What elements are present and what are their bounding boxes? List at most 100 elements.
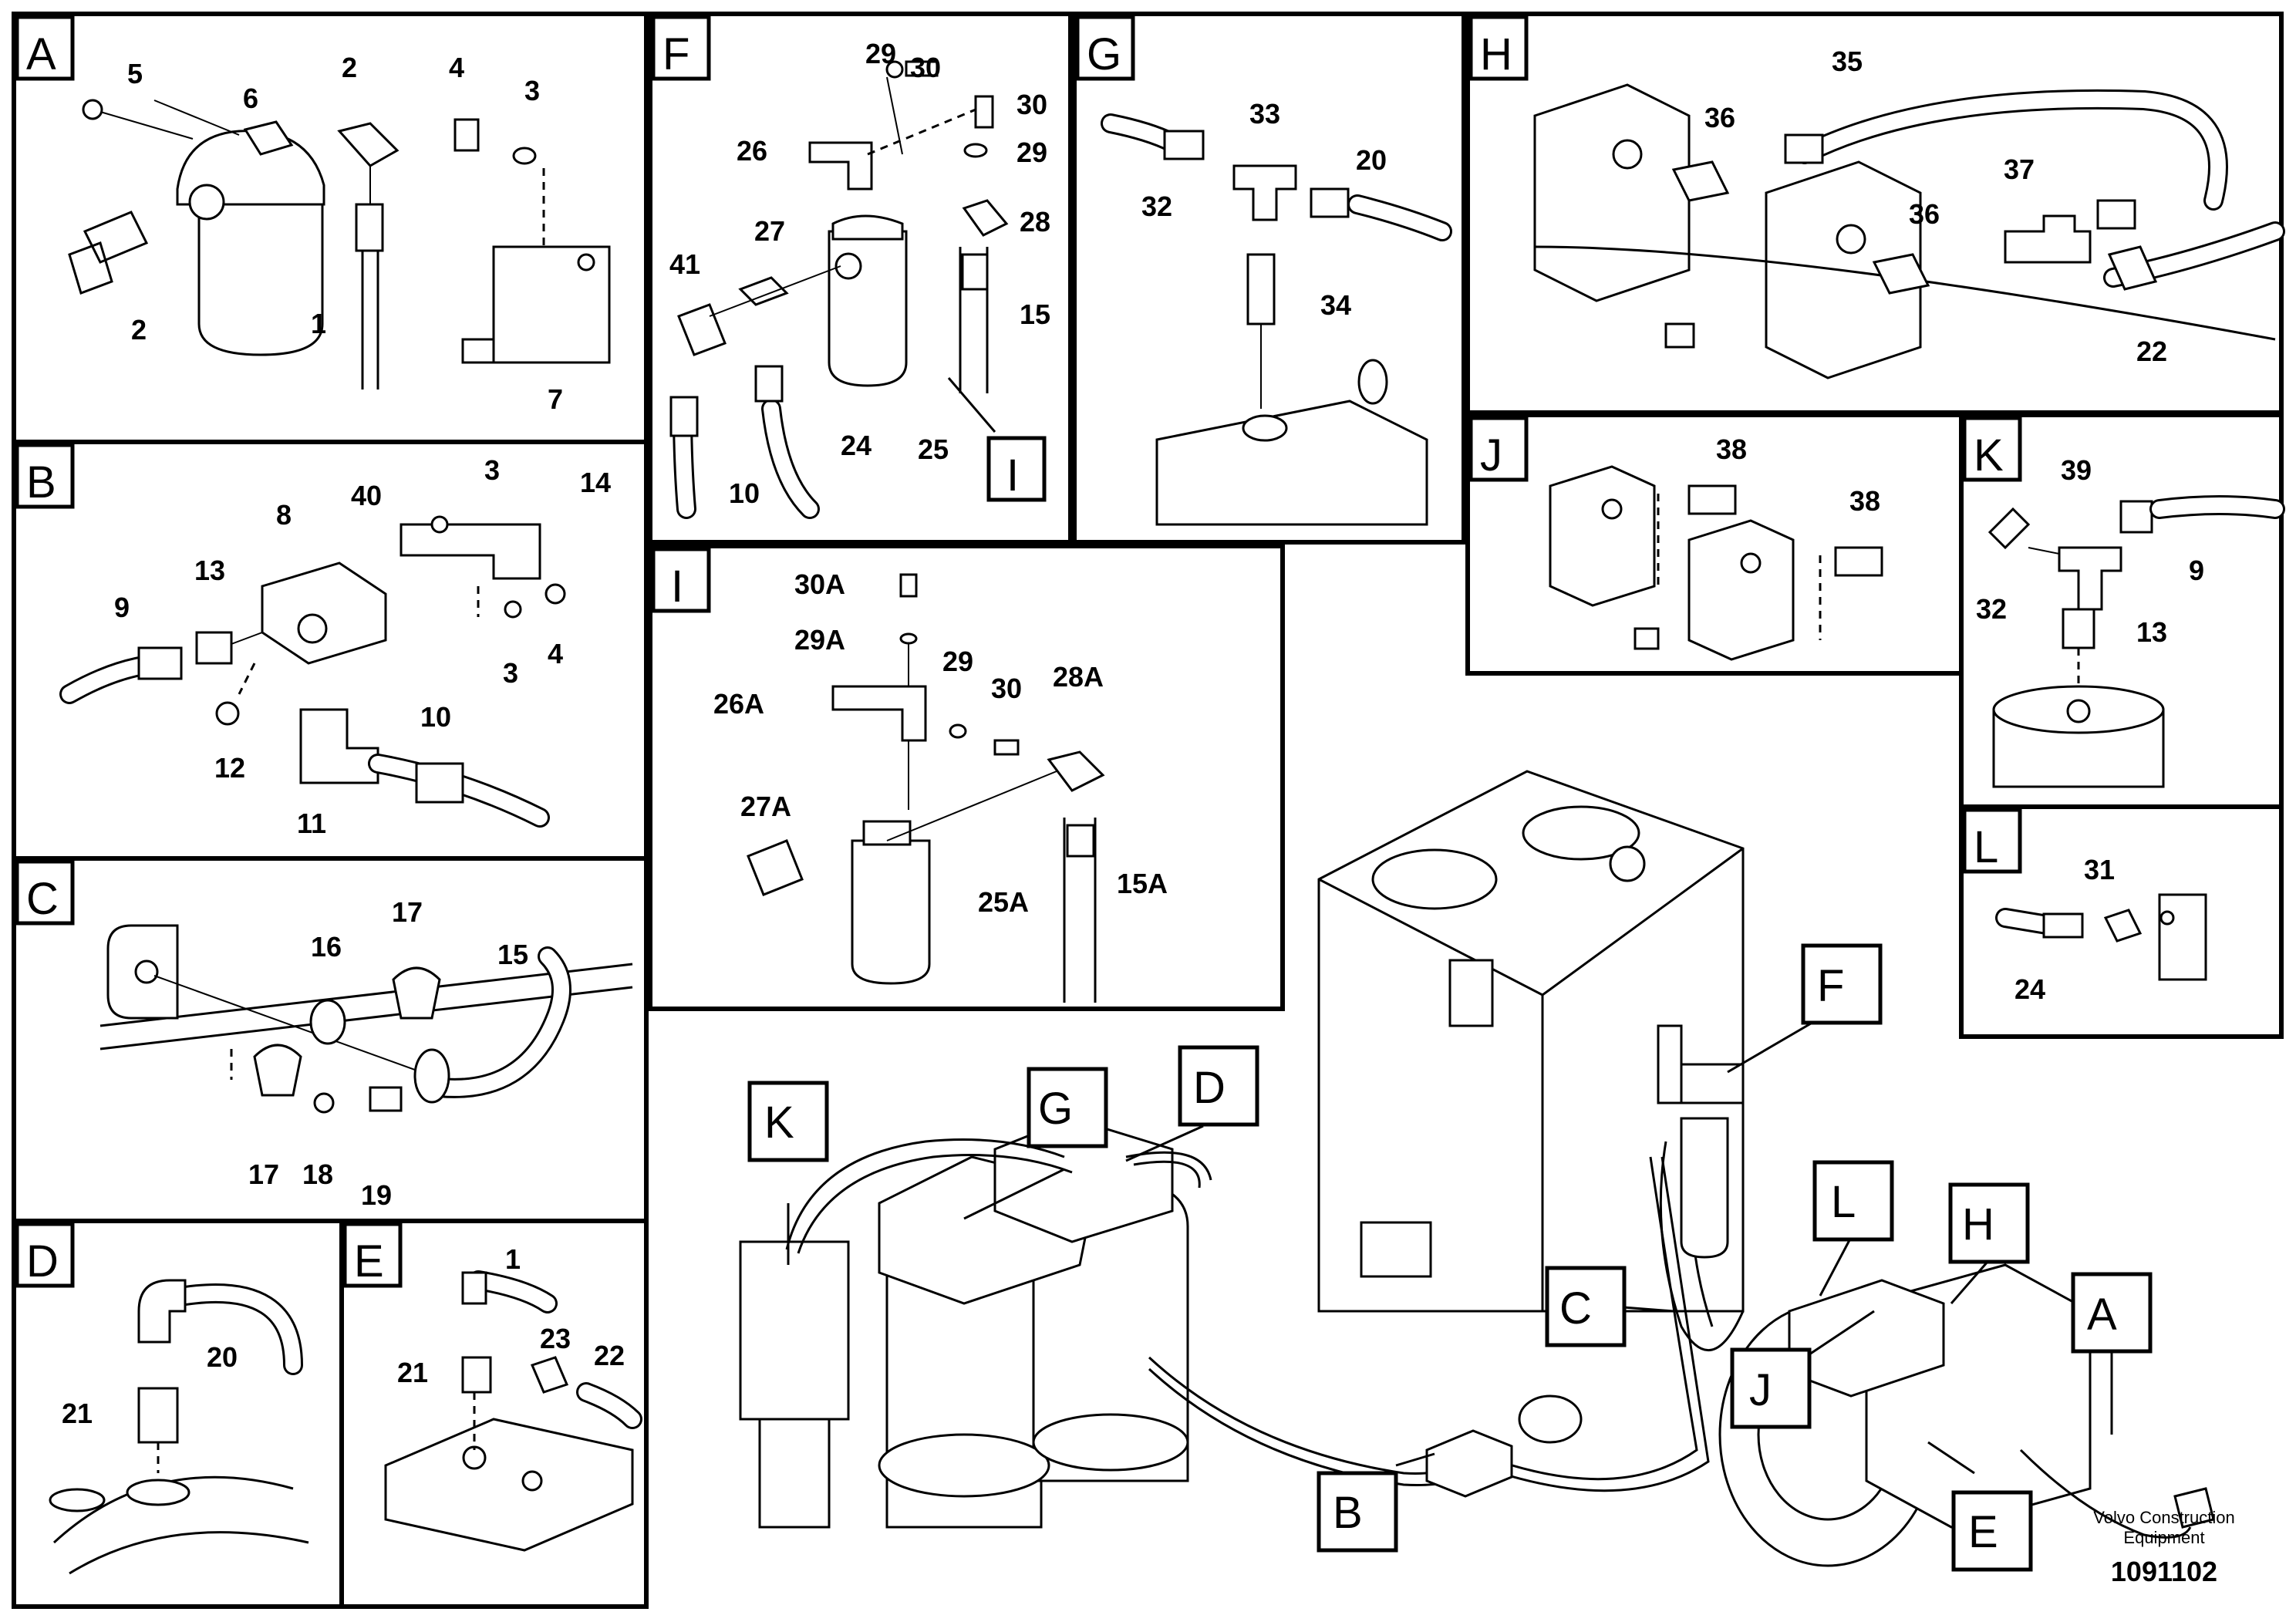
panel-f-inset-label: I xyxy=(1006,450,1019,501)
panel-e: E 1 23 21 22 xyxy=(339,1219,649,1609)
callout-e-22: 22 xyxy=(594,1340,625,1371)
callout-h-36-bottom: 36 xyxy=(1909,198,1940,230)
callout-b-8: 8 xyxy=(276,499,292,531)
overview-tags: K G D F L H C A J B E xyxy=(747,943,2153,1572)
document-number: 1091102 xyxy=(2111,1556,2217,1587)
callout-b-10: 10 xyxy=(420,701,451,733)
callout-h-35: 35 xyxy=(1832,46,1863,77)
callout-c-17-top: 17 xyxy=(392,896,423,928)
panel-i: I 30A 29A 29 30 28A 26A 27A 15A 25A xyxy=(648,544,1285,1011)
callout-i-26a: 26A xyxy=(713,688,764,720)
callout-f-24: 24 xyxy=(841,430,872,461)
panel-e-label: E xyxy=(354,1236,384,1286)
overview-tag-a: A xyxy=(2087,1290,2117,1340)
callout-b-13: 13 xyxy=(194,555,225,586)
callout-i-30a: 30A xyxy=(794,568,845,600)
credit-line-2: Equipment xyxy=(2123,1528,2204,1547)
callout-b-9: 9 xyxy=(114,592,130,623)
callout-j-38-left: 38 xyxy=(1716,433,1747,465)
callout-b-14: 14 xyxy=(580,467,611,498)
overview-tag-j: J xyxy=(1749,1365,1772,1415)
callout-i-29a: 29A xyxy=(794,624,845,656)
callout-e-1: 1 xyxy=(505,1243,521,1275)
panel-g-label: G xyxy=(1087,29,1121,79)
callout-k-32: 32 xyxy=(1976,593,2007,625)
panel-a: A 5 6 2 4 3 2 1 7 xyxy=(12,12,649,444)
panel-j: J 38 38 xyxy=(1465,413,1964,676)
panel-h: H 35 36 37 36 22 xyxy=(1465,12,2285,415)
callout-f-10: 10 xyxy=(729,477,760,509)
callout-d-20: 20 xyxy=(207,1341,238,1373)
callout-f-28: 28 xyxy=(1020,206,1050,238)
callout-f-25: 25 xyxy=(918,433,949,465)
credit-line-1: Volvo Construction xyxy=(2093,1508,2234,1527)
callout-b-12: 12 xyxy=(214,752,245,784)
callout-f-30-right: 30 xyxy=(1017,89,1047,120)
callout-c-18: 18 xyxy=(302,1158,333,1190)
callout-c-19: 19 xyxy=(361,1179,392,1211)
panel-h-label: H xyxy=(1480,29,1512,79)
callout-i-25a: 25A xyxy=(978,886,1029,918)
callout-d-21: 21 xyxy=(62,1398,93,1429)
callout-k-13: 13 xyxy=(2136,616,2167,648)
panel-f-label: F xyxy=(663,29,689,79)
panel-k-label: K xyxy=(1974,430,2004,481)
callout-i-15a: 15A xyxy=(1117,868,1168,899)
overview-tag-f: F xyxy=(1817,961,1844,1011)
callout-f-29-right: 29 xyxy=(1017,137,1047,168)
callout-b-40: 40 xyxy=(351,480,382,511)
overview-tag-k: K xyxy=(764,1098,794,1148)
callout-g-34: 34 xyxy=(1320,289,1351,321)
callout-a-6: 6 xyxy=(243,83,258,114)
panel-a-label: A xyxy=(26,29,56,79)
callout-g-33: 33 xyxy=(1249,98,1280,130)
overview-tag-l: L xyxy=(1831,1177,1856,1227)
callout-a-7: 7 xyxy=(548,383,563,415)
callout-a-3: 3 xyxy=(524,75,540,106)
overview-tag-g: G xyxy=(1038,1084,1073,1134)
callout-k-9: 9 xyxy=(2189,555,2204,586)
callout-i-27a: 27A xyxy=(740,791,791,822)
callout-h-37: 37 xyxy=(2004,153,2035,185)
callout-h-36-top: 36 xyxy=(1704,102,1735,133)
callout-f-15: 15 xyxy=(1020,298,1050,330)
panel-c-label: C xyxy=(26,874,59,924)
callout-c-15: 15 xyxy=(497,939,528,970)
overview-machine xyxy=(739,770,2215,1567)
callout-i-30: 30 xyxy=(991,673,1022,704)
panel-j-label: J xyxy=(1480,430,1502,481)
overview-tag-b: B xyxy=(1333,1488,1363,1538)
credit-block: Volvo Construction Equipment 1091102 xyxy=(2093,1508,2234,1587)
panel-f: F I 29 30 30 26 29 27 28 41 15 24 xyxy=(648,12,1073,545)
callout-g-20: 20 xyxy=(1356,144,1387,176)
callout-e-23: 23 xyxy=(540,1323,571,1354)
callout-b-4: 4 xyxy=(548,638,563,669)
callout-h-22: 22 xyxy=(2136,336,2167,367)
callout-k-39: 39 xyxy=(2061,454,2092,486)
callout-e-21: 21 xyxy=(397,1357,428,1388)
panel-c: C 17 16 15 17 18 19 xyxy=(12,856,649,1223)
overview-tag-e: E xyxy=(1968,1507,1998,1557)
callout-f-27: 27 xyxy=(754,215,785,247)
callout-l-31: 31 xyxy=(2084,854,2115,885)
callout-b-11: 11 xyxy=(297,808,326,839)
callout-g-32: 32 xyxy=(1141,191,1172,222)
callout-c-17-bottom: 17 xyxy=(248,1158,279,1190)
panel-g: G 33 20 32 34 xyxy=(1072,12,1466,545)
panel-l: L 31 24 xyxy=(1959,804,2284,1039)
panel-d: D 20 21 xyxy=(12,1219,344,1609)
callout-a-2-top: 2 xyxy=(342,52,357,83)
callout-a-5: 5 xyxy=(127,58,143,89)
callout-a-2-left: 2 xyxy=(131,314,147,346)
callout-b-3-top: 3 xyxy=(484,454,500,486)
panel-b: B 40 3 14 8 13 9 3 4 12 10 11 xyxy=(12,440,649,861)
overview-tag-d: D xyxy=(1193,1063,1226,1113)
callout-c-16: 16 xyxy=(311,931,342,963)
callout-i-28a: 28A xyxy=(1053,661,1104,693)
callout-f-29-top: 29 xyxy=(865,38,896,69)
panel-d-label: D xyxy=(26,1236,59,1286)
panel-b-label: B xyxy=(26,457,56,508)
callout-l-24: 24 xyxy=(2014,973,2045,1005)
callout-i-29: 29 xyxy=(942,646,973,677)
